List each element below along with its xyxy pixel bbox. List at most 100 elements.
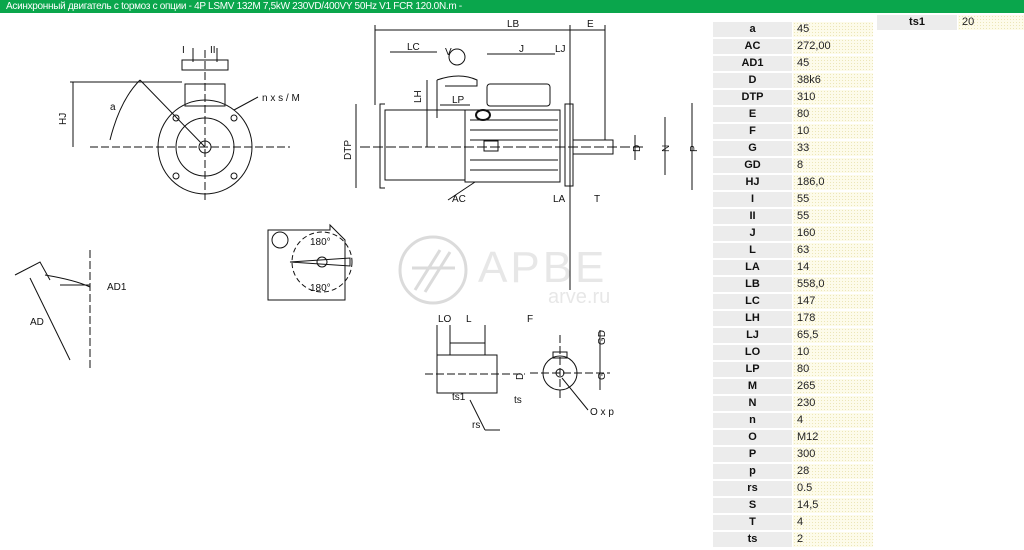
parameter-value: 160 (793, 226, 873, 241)
svg-text:N: N (661, 145, 672, 152)
svg-text:AD1: AD1 (107, 282, 127, 293)
parameter-name: AD1 (713, 56, 792, 71)
parameter-value: 310 (793, 90, 873, 105)
svg-text:LP: LP (452, 95, 465, 106)
parameter-name: a (713, 22, 792, 37)
svg-text:I: I (182, 45, 185, 56)
motor-drawing: АРВЕ arve.ru I II HJ a n x s / M (14, 19, 700, 431)
parameter-value: 0.5 (793, 481, 873, 496)
parameter-name: rs (713, 481, 792, 496)
parameter-value: 186,0 (793, 175, 873, 190)
parameter-value: 265 (793, 379, 873, 394)
parameter-name: I (713, 192, 792, 207)
svg-text:T: T (594, 194, 600, 205)
side-view: LB E LC J LJ V LH LP DTP D N P AC LA T (343, 19, 700, 290)
parameter-name: p (713, 464, 792, 479)
parameter-name: n (713, 413, 792, 428)
svg-text:F: F (527, 314, 533, 325)
shaft-section-view: F GD G O x p (527, 314, 614, 418)
parameter-value: 2 (793, 532, 873, 547)
svg-text:arve.ru: arve.ru (548, 286, 610, 308)
svg-text:II: II (210, 45, 216, 56)
svg-text:180°: 180° (310, 237, 331, 248)
parameter-name: T (713, 515, 792, 530)
svg-text:n x s / M: n x s / M (262, 93, 300, 104)
svg-text:AD: AD (30, 317, 44, 328)
parameter-name: GD (713, 158, 792, 173)
parameter-value: 45 (793, 56, 873, 71)
parameter-name: P (713, 447, 792, 462)
parameter-value: 28 (793, 464, 873, 479)
parameter-value: 4 (793, 515, 873, 530)
parameter-value: 55 (793, 209, 873, 224)
svg-text:LO: LO (438, 314, 452, 325)
svg-text:LJ: LJ (555, 44, 566, 55)
parameter-value: 33 (793, 141, 873, 156)
svg-text:P: P (689, 145, 700, 152)
parameter-name: LJ (713, 328, 792, 343)
parameter-value: 14,5 (793, 498, 873, 513)
svg-text:DTP: DTP (343, 140, 354, 160)
parameter-name: DTP (713, 90, 792, 105)
svg-text:180°: 180° (310, 283, 331, 294)
svg-text:LH: LH (413, 90, 424, 103)
parameter-value: 80 (793, 107, 873, 122)
parameter-name: N (713, 396, 792, 411)
parameter-name: LB (713, 277, 792, 292)
parameter-value: 14 (793, 260, 873, 275)
svg-text:GD: GD (597, 330, 608, 345)
parameter-value: 80 (793, 362, 873, 377)
parameter-name: D (713, 73, 792, 88)
arve-watermark-logo: АРВЕ arve.ru (398, 235, 610, 308)
svg-text:O x p: O x p (590, 407, 614, 418)
parameter-value: 65,5 (793, 328, 873, 343)
parameter-value: 55 (793, 192, 873, 207)
parameter-name: HJ (713, 175, 792, 190)
parameter-name: LA (713, 260, 792, 275)
parameter-value: 4 (793, 413, 873, 428)
svg-text:G: G (597, 372, 608, 380)
parameter-name: O (713, 430, 792, 445)
parameter-name: ts1 (877, 15, 957, 30)
title-bar: Асинхронный двигатель с tормоз с опции -… (0, 0, 1024, 13)
svg-text:ts1: ts1 (452, 392, 466, 403)
svg-text:D: D (515, 373, 526, 380)
parameter-name: G (713, 141, 792, 156)
svg-text:a: a (110, 102, 116, 113)
brake-lever-view: 180° 180° (267, 223, 353, 301)
parameter-name: M (713, 379, 792, 394)
parameter-name: S (713, 498, 792, 513)
svg-text:ts: ts (514, 395, 522, 406)
parameter-value: 272,00 (793, 39, 873, 54)
parameter-name: L (713, 243, 792, 258)
parameter-value: 8 (793, 158, 873, 173)
terminal-box-view: AD1 AD (14, 250, 127, 370)
svg-text:АРВЕ: АРВЕ (478, 243, 607, 292)
extra-parameter-table: ts1 20 (877, 14, 1024, 31)
parameter-name: E (713, 107, 792, 122)
